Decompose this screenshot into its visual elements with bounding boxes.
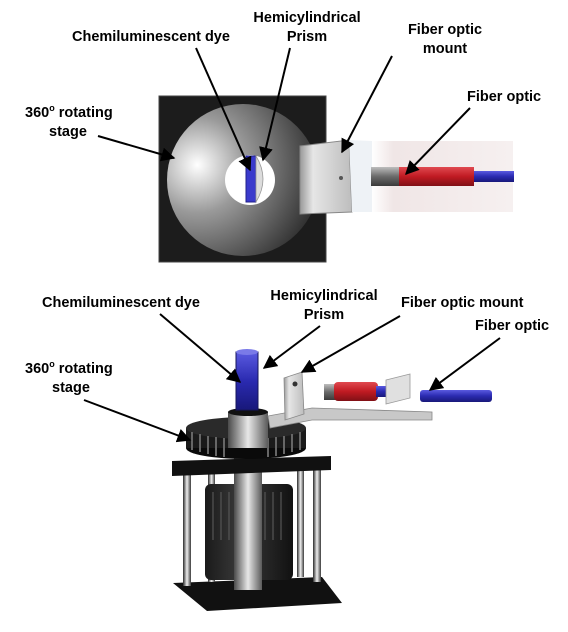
side-arrow-prism (262, 325, 321, 369)
side-label-fiber: Fiber optic (475, 318, 549, 334)
mount-hole-side (292, 381, 298, 387)
fiber-gray-ferrule (371, 167, 401, 186)
top-label-mount-line2: mount (423, 41, 467, 57)
top-stage-degree: o (49, 103, 55, 113)
side-stage-360: 360 (25, 361, 49, 377)
side-arrow-dye (159, 313, 242, 383)
fiber-optic-side (420, 390, 492, 402)
mount-arm (267, 407, 433, 429)
side-arrow-fiber (428, 337, 501, 391)
top-label-prism-line1: Hemicylindrical (253, 10, 360, 26)
side-stage-rotating: rotating (55, 361, 113, 377)
top-label-fiber: Fiber optic (467, 89, 541, 105)
top-view (158, 95, 514, 263)
side-stage-degree: o (49, 359, 55, 369)
mid-plate (172, 456, 331, 476)
top-arrow-stage (97, 135, 176, 162)
top-stage-360: 360 (25, 105, 49, 121)
fiber-mount-top (299, 139, 353, 215)
fiber-blue-core-side (376, 386, 392, 397)
fiber-red-jacket-side (334, 382, 378, 401)
fiber-mount-edge (349, 140, 372, 212)
top-label-prism-line2: Prism (287, 29, 327, 45)
base-plate (173, 577, 342, 611)
post-rear-right (297, 470, 304, 577)
side-view (172, 349, 492, 611)
dye-cell-cap (236, 349, 258, 355)
side-label-stage-line2: stage (52, 380, 90, 396)
mount-screw-hole (339, 176, 343, 180)
side-arrow-stage (83, 399, 192, 443)
side-label-mount: Fiber optic mount (401, 295, 524, 311)
top-arrow-fiber (405, 107, 471, 176)
top-arrow-prism (259, 47, 291, 162)
top-arrow-mount (341, 55, 393, 154)
prism-top (255, 154, 264, 204)
top-label-stage-line1: 360o rotating (25, 103, 113, 121)
fiber-gray-ferrule-side (324, 384, 336, 400)
top-arrow-dye (195, 47, 252, 172)
fiber-mount-side (283, 371, 305, 421)
top-stage-rotating: rotating (55, 105, 113, 121)
side-label-dye: Chemiluminescent dye (42, 295, 200, 311)
gear-hub (228, 412, 268, 448)
fiber-blue-core (474, 171, 514, 182)
secondary-mount (385, 373, 411, 405)
side-arrow-mount (300, 315, 401, 373)
top-label-dye: Chemiluminescent dye (72, 29, 230, 45)
post-front-left (183, 470, 191, 586)
top-label-stage-line2: stage (49, 124, 87, 140)
side-label-prism-line1: Hemicylindrical (270, 288, 377, 304)
post-front-right (313, 470, 321, 582)
side-label-prism-line2: Prism (304, 307, 344, 323)
top-label-mount-line1: Fiber optic (408, 22, 482, 38)
side-label-stage-line1: 360o rotating (25, 359, 113, 377)
motor-ribs (212, 492, 282, 540)
